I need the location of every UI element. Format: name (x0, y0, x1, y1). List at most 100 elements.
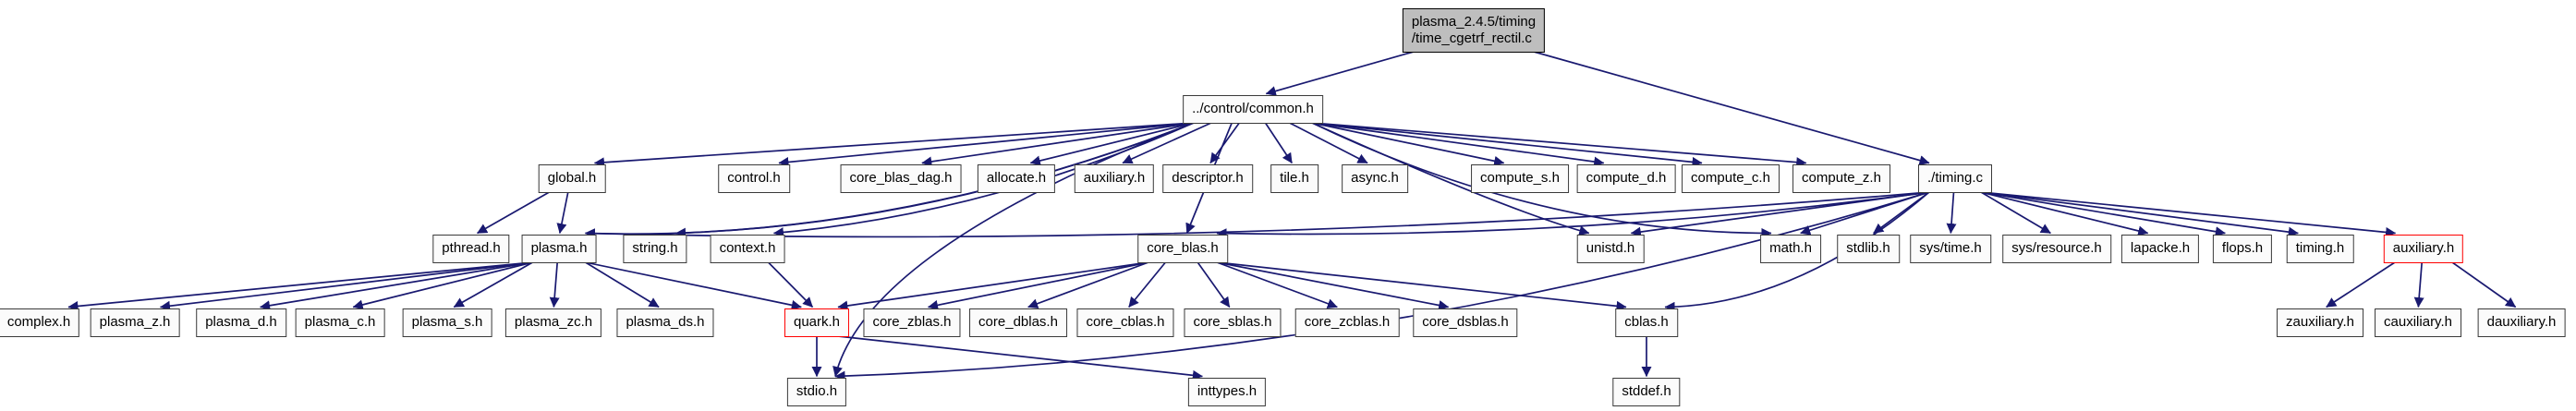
graph-node-unistd[interactable]: unistd.h (1576, 235, 1645, 263)
graph-node-pthread[interactable]: pthread.h (432, 235, 510, 263)
graph-edge-core_blas-to-core_sblas (1197, 261, 1231, 308)
graph-edge-plasma-to-plasma_d (260, 261, 533, 311)
graph-edge-common-to-math (1311, 122, 1772, 239)
graph-edge-common-to-compute_c (1311, 122, 1703, 167)
graph-node-auxiliary_ctl[interactable]: auxiliary.h (1074, 164, 1155, 193)
graph-edge-timing_c-to-timing_h (1980, 191, 2299, 237)
graph-edge-common-to-compute_d (1311, 122, 1605, 167)
graph-node-descriptor[interactable]: descriptor.h (1162, 164, 1253, 193)
graph-edge-timing_c-to-flops (1980, 191, 2226, 237)
graph-node-zauxiliary[interactable]: zauxiliary.h (2277, 308, 2363, 337)
graph-node-plasma_c[interactable]: plasma_c.h (295, 308, 385, 337)
graph-edge-common-to-allocate (1029, 122, 1195, 166)
graph-edge-plasma-to-plasma_c (352, 261, 533, 310)
graph-edge-common-to-tile (1264, 122, 1294, 163)
graph-node-core_blas[interactable]: core_blas.h (1137, 235, 1228, 263)
graph-node-core_sblas[interactable]: core_sblas.h (1184, 308, 1282, 337)
graph-node-inttypes[interactable]: inttypes.h (1187, 378, 1267, 406)
graph-node-string[interactable]: string.h (623, 235, 687, 263)
graph-node-plasma[interactable]: plasma.h (521, 235, 597, 263)
graph-edge-plasma-to-complex (67, 261, 533, 311)
graph-node-cblas[interactable]: cblas.h (1615, 308, 1678, 337)
graph-node-dauxiliary[interactable]: dauxiliary.h (2477, 308, 2566, 337)
graph-edge-common-to-descriptor (1209, 122, 1240, 163)
graph-edge-timing_c-to-lapacke (1980, 191, 2149, 236)
graph-edge-plasma-to-plasma_ds (585, 261, 660, 308)
graph-edge-global-to-pthread (477, 191, 550, 235)
graph-edge-core_blas-to-core_zblas (928, 261, 1149, 310)
graph-edge-common-to-control (778, 122, 1195, 167)
graph-edge-quark-to-inttypes (837, 335, 1203, 381)
graph-node-allocate[interactable]: allocate.h (977, 164, 1056, 193)
graph-node-common[interactable]: ../control/common.h (1183, 95, 1323, 124)
graph-edge-timing_c-to-auxiliary_tmg (1980, 191, 2397, 237)
graph-edge-plasma-to-plasma_s (453, 261, 533, 308)
graph-edge-core_blas-to-core_cblas (1128, 261, 1167, 308)
graph-edge-core_blas-to-cblas (1216, 261, 1627, 311)
graph-edge-common-to-core_blas_dag (921, 122, 1195, 167)
graph-node-stdlib[interactable]: stdlib.h (1837, 235, 1900, 263)
graph-edge-timing_c-to-plasma (584, 191, 1930, 239)
graph-node-tile[interactable]: tile.h (1270, 164, 1318, 193)
graph-edge-core_blas-to-core_dblas (1027, 261, 1149, 309)
graph-node-compute_s[interactable]: compute_s.h (1471, 164, 1569, 193)
graph-edge-plasma-to-plasma_z (159, 261, 533, 311)
graph-edge-time_cgetrf_rectil-to-common (1265, 51, 1415, 96)
graph-edge-timing_c-to-sys_time (1946, 191, 1957, 235)
graph-node-plasma_s[interactable]: plasma_s.h (402, 308, 492, 337)
graph-node-complex[interactable]: complex.h (0, 308, 80, 337)
graph-edge-common-to-stdio (832, 122, 1195, 378)
graph-edge-timing_c-to-cblas (1664, 191, 1930, 312)
graph-edge-plasma-to-plasma_zc (549, 261, 560, 308)
graph-edge-common-to-async (1289, 122, 1368, 164)
graph-node-timing_c[interactable]: ./timing.c (1917, 164, 1993, 193)
graph-node-global[interactable]: global.h (538, 164, 606, 193)
graph-edge-core_blas-to-core_dsblas (1216, 261, 1450, 310)
graph-node-lapacke[interactable]: lapacke.h (2120, 235, 2200, 263)
graph-node-control[interactable]: control.h (718, 164, 790, 193)
graph-node-time_cgetrf_rectil[interactable]: plasma_2.4.5/timing /time_cgetrf_rectil.… (1402, 8, 1546, 54)
graph-node-plasma_zc[interactable]: plasma_zc.h (504, 308, 602, 337)
graph-edge-common-to-compute_z (1311, 122, 1807, 168)
graph-node-core_zblas[interactable]: core_zblas.h (863, 308, 961, 337)
graph-edge-auxiliary_tmg-to-cauxiliary (2413, 261, 2424, 308)
graph-node-compute_z[interactable]: compute_z.h (1792, 164, 1890, 193)
graph-node-compute_d[interactable]: compute_d.h (1576, 164, 1676, 193)
graph-edge-global-to-plasma (556, 191, 569, 235)
graph-node-compute_c[interactable]: compute_c.h (1682, 164, 1780, 193)
graph-node-core_dblas[interactable]: core_dblas.h (969, 308, 1067, 337)
graph-node-stddef[interactable]: stddef.h (1612, 378, 1681, 406)
graph-edge-timing_c-to-sys_resource (1980, 191, 2051, 235)
graph-node-stdio[interactable]: stdio.h (786, 378, 847, 406)
graph-edge-timing_c-to-core_blas (1216, 191, 1930, 239)
graph-node-auxiliary_tmg[interactable]: auxiliary.h (2383, 235, 2464, 263)
graph-edge-plasma-to-quark (585, 261, 802, 310)
graph-node-math[interactable]: math.h (1760, 235, 1821, 263)
graph-edge-timing_c-to-unistd (1630, 191, 1930, 237)
graph-node-sys_time[interactable]: sys/time.h (1910, 235, 1991, 263)
graph-node-quark[interactable]: quark.h (784, 308, 850, 337)
graph-node-core_cblas[interactable]: core_cblas.h (1076, 308, 1174, 337)
graph-node-plasma_z[interactable]: plasma_z.h (90, 308, 180, 337)
graph-edge-core_blas-to-quark (837, 261, 1149, 311)
graph-edge-context-to-quark (767, 261, 814, 308)
graph-node-plasma_ds[interactable]: plasma_ds.h (616, 308, 714, 337)
graph-node-plasma_d[interactable]: plasma_d.h (196, 308, 286, 337)
graph-edge-common-to-auxiliary_ctl (1122, 122, 1212, 164)
graph-node-timing_h[interactable]: timing.h (2286, 235, 2354, 263)
graph-edge-common-to-compute_s (1311, 122, 1505, 166)
graph-edge-time_cgetrf_rectil-to-timing_c (1533, 51, 1930, 165)
graph-node-flops[interactable]: flops.h (2212, 235, 2273, 263)
graph-node-async[interactable]: async.h (1342, 164, 1408, 193)
graph-node-context[interactable]: context.h (710, 235, 785, 263)
graph-edge-core_blas-to-core_zcblas (1216, 261, 1338, 309)
graph-edge-auxiliary_tmg-to-dauxiliary (2451, 261, 2517, 308)
graph-node-core_dsblas[interactable]: core_dsblas.h (1413, 308, 1518, 337)
graph-node-sys_resource[interactable]: sys/resource.h (2002, 235, 2111, 263)
graph-edge-auxiliary_tmg-to-zauxiliary (2326, 261, 2396, 308)
graph-node-core_zcblas[interactable]: core_zcblas.h (1294, 308, 1400, 337)
graph-node-cauxiliary[interactable]: cauxiliary.h (2375, 308, 2461, 337)
graph-node-core_blas_dag[interactable]: core_blas_dag.h (840, 164, 962, 193)
